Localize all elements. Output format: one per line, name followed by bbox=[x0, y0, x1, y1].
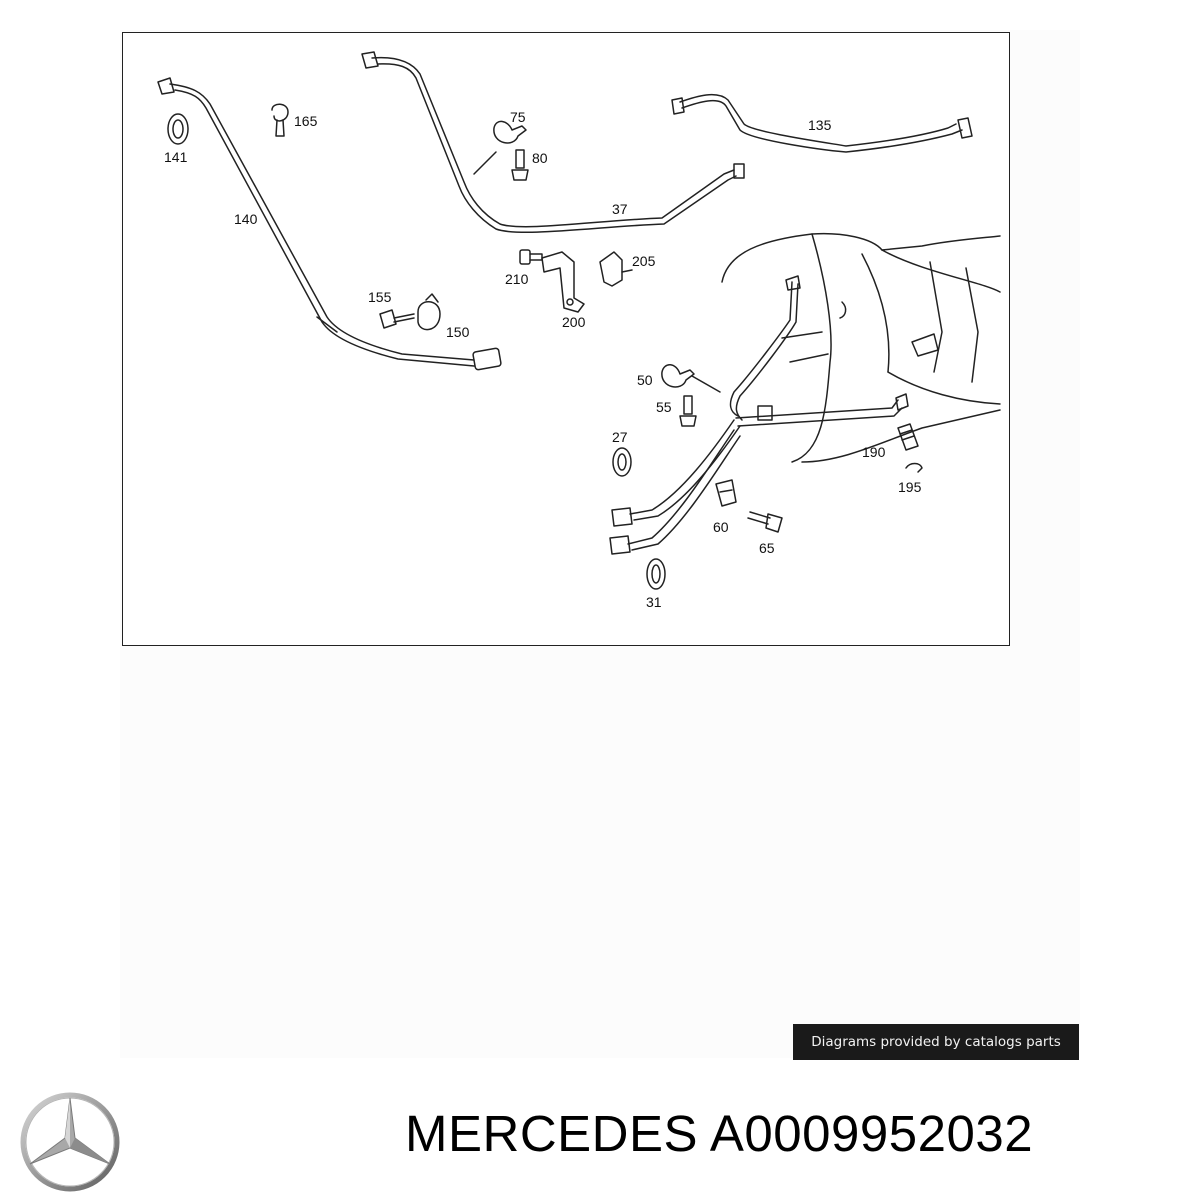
seal-31 bbox=[646, 558, 666, 590]
transmission-housing bbox=[721, 232, 1001, 463]
callout-165: 165 bbox=[294, 113, 318, 129]
callout-27: 27 bbox=[612, 429, 628, 445]
callout-205: 205 bbox=[632, 253, 656, 269]
part-number: A0009952032 bbox=[709, 1105, 1034, 1162]
bolt-155 bbox=[379, 309, 415, 329]
product-title: MERCEDES A0009952032 bbox=[405, 1104, 1033, 1163]
callout-labels: 141 165 140 75 80 135 37 210 205 155 150… bbox=[164, 109, 922, 610]
callout-55: 55 bbox=[656, 399, 672, 415]
callout-155: 155 bbox=[368, 289, 392, 305]
callout-200: 200 bbox=[562, 314, 586, 330]
diagram-credit-badge: Diagrams provided by catalogs parts bbox=[793, 1024, 1079, 1060]
plug-190 bbox=[897, 423, 919, 451]
clamp-150 bbox=[417, 293, 441, 331]
callout-65: 65 bbox=[759, 540, 775, 556]
bolt-55 bbox=[679, 395, 697, 427]
callout-141: 141 bbox=[164, 149, 188, 165]
seal-27 bbox=[612, 447, 632, 477]
callout-190: 190 bbox=[862, 444, 886, 460]
diagram-frame bbox=[122, 32, 1010, 646]
callout-150: 150 bbox=[446, 324, 470, 340]
bolt-210 bbox=[519, 249, 543, 265]
callout-195: 195 bbox=[898, 479, 922, 495]
parts-diagram: 141 165 140 75 80 135 37 210 205 155 150… bbox=[157, 51, 1001, 610]
callout-80: 80 bbox=[532, 150, 548, 166]
pipe-37 bbox=[361, 51, 745, 234]
brand-name: MERCEDES bbox=[405, 1105, 699, 1162]
callout-140: 140 bbox=[234, 211, 258, 227]
callout-50: 50 bbox=[637, 372, 653, 388]
mercedes-star-icon bbox=[20, 1092, 120, 1192]
pipe-140 bbox=[157, 77, 502, 371]
bracket-200 bbox=[541, 251, 585, 313]
bolt-65 bbox=[747, 511, 783, 533]
callout-37: 37 bbox=[612, 201, 628, 217]
clamp-75 bbox=[473, 120, 527, 175]
clamp-50 bbox=[661, 364, 721, 393]
clip-60 bbox=[715, 479, 737, 507]
callout-75: 75 bbox=[510, 109, 526, 125]
bolt-80 bbox=[511, 149, 529, 181]
callout-210: 210 bbox=[505, 271, 529, 287]
pipe-135 bbox=[671, 93, 973, 153]
pipe-bundle bbox=[609, 275, 909, 555]
callout-135: 135 bbox=[808, 117, 832, 133]
seal-141 bbox=[167, 113, 189, 145]
callout-60: 60 bbox=[713, 519, 729, 535]
bracket-205 bbox=[599, 251, 633, 287]
clip-165 bbox=[271, 103, 289, 137]
callout-31: 31 bbox=[646, 594, 662, 610]
ring-195 bbox=[905, 462, 923, 473]
